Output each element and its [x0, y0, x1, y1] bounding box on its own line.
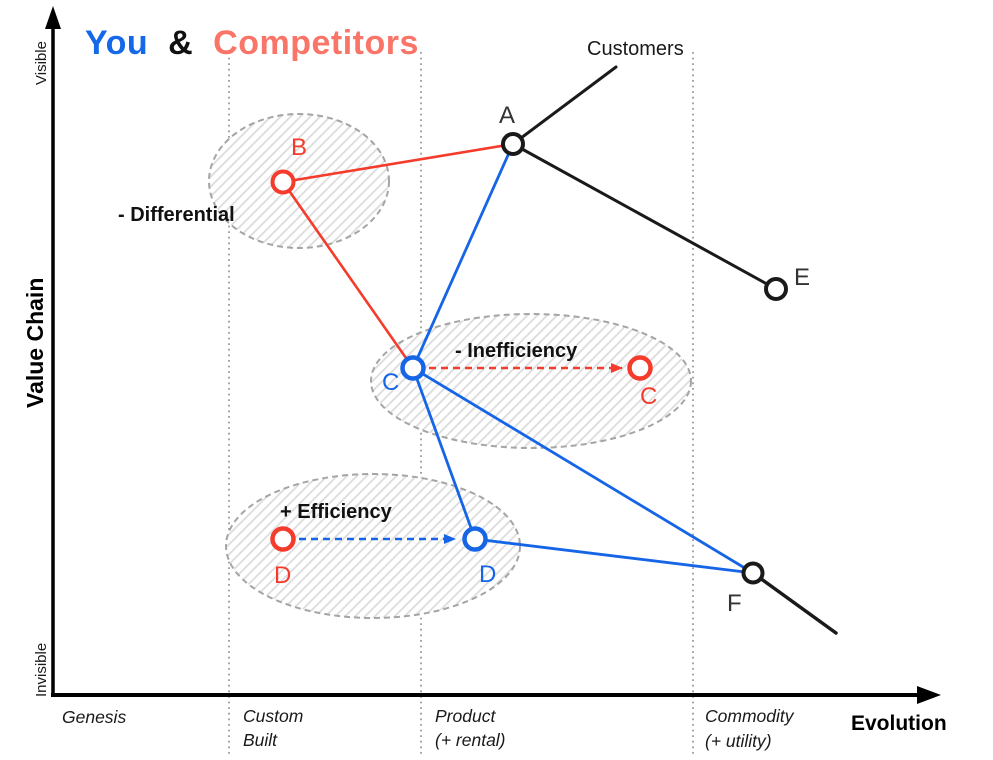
- node-b: [270, 169, 296, 195]
- differential-region-label: - Differential: [118, 204, 235, 226]
- node-labels: A B C C D D E F Customers: [274, 38, 810, 617]
- axes: [45, 6, 941, 704]
- node-b-label: B: [291, 134, 307, 161]
- x-axis-arrowhead-icon: [917, 686, 941, 704]
- node-d-you: [462, 526, 488, 552]
- node-c-competitor: [627, 355, 653, 381]
- stage-label-genesis: Genesis: [62, 707, 126, 727]
- annotation-regions: [208, 113, 692, 619]
- edge-a-c-blue: [411, 142, 515, 370]
- title-ampersand: &: [168, 24, 193, 62]
- y-axis-title: Value Chain: [22, 278, 48, 408]
- region-labels: - Differential - Inefficiency + Efficien…: [118, 204, 578, 523]
- efficiency-region-ellipse: [225, 473, 521, 619]
- axis-labels: Visible Value Chain Invisible Genesis Cu…: [22, 41, 947, 751]
- title-competitors: Competitors: [213, 24, 419, 62]
- y-axis-arrowhead-icon: [45, 6, 61, 29]
- edge-b-a-red: [281, 142, 515, 184]
- x-axis-title: Evolution: [851, 712, 947, 735]
- node-d-competitor-label: D: [274, 562, 291, 589]
- stage-label-product-line1: Product: [435, 706, 496, 726]
- node-d-competitor: [270, 526, 296, 552]
- map-nodes: [270, 132, 788, 585]
- map-edges: [281, 65, 838, 635]
- inefficiency-region-label: - Inefficiency: [455, 340, 578, 362]
- efficiency-region-label: + Efficiency: [280, 501, 393, 523]
- inefficiency-region-ellipse: [370, 313, 692, 449]
- edge-b-c-red: [281, 180, 415, 370]
- edge-a-e: [511, 142, 778, 291]
- node-e: [764, 277, 788, 301]
- differential-region-ellipse: [208, 113, 390, 249]
- edge-c-d-blue: [411, 366, 477, 541]
- node-f-label: F: [727, 590, 742, 617]
- edge-customers-a: [511, 65, 618, 146]
- stage-label-commodity-line1: Commodity: [705, 706, 795, 726]
- title-you: You: [85, 24, 148, 62]
- node-a-label: A: [499, 102, 515, 129]
- stage-label-commodity-line2: (+ utility): [705, 731, 772, 751]
- node-e-label: E: [794, 264, 810, 291]
- node-c-you-label: C: [382, 369, 399, 396]
- edge-f-offmap: [751, 571, 838, 635]
- stage-label-product-line2: (+ rental): [435, 730, 506, 750]
- y-axis-bottom-label: Invisible: [33, 643, 50, 697]
- node-c-competitor-label: C: [640, 383, 657, 410]
- stage-label-custom-line1: Custom: [243, 706, 303, 726]
- movement-arrows: [299, 363, 623, 544]
- node-a: [501, 132, 525, 156]
- node-d-you-label: D: [479, 561, 496, 588]
- y-axis-top-label: Visible: [33, 41, 50, 85]
- node-c-you: [400, 355, 426, 381]
- stage-label-custom-line2: Built: [243, 730, 278, 750]
- customers-label: Customers: [587, 38, 684, 60]
- edge-d-f-blue: [473, 537, 755, 575]
- slide-title: You & Competitors: [85, 24, 419, 62]
- node-f: [741, 561, 765, 585]
- edge-c-f-blue: [411, 366, 755, 575]
